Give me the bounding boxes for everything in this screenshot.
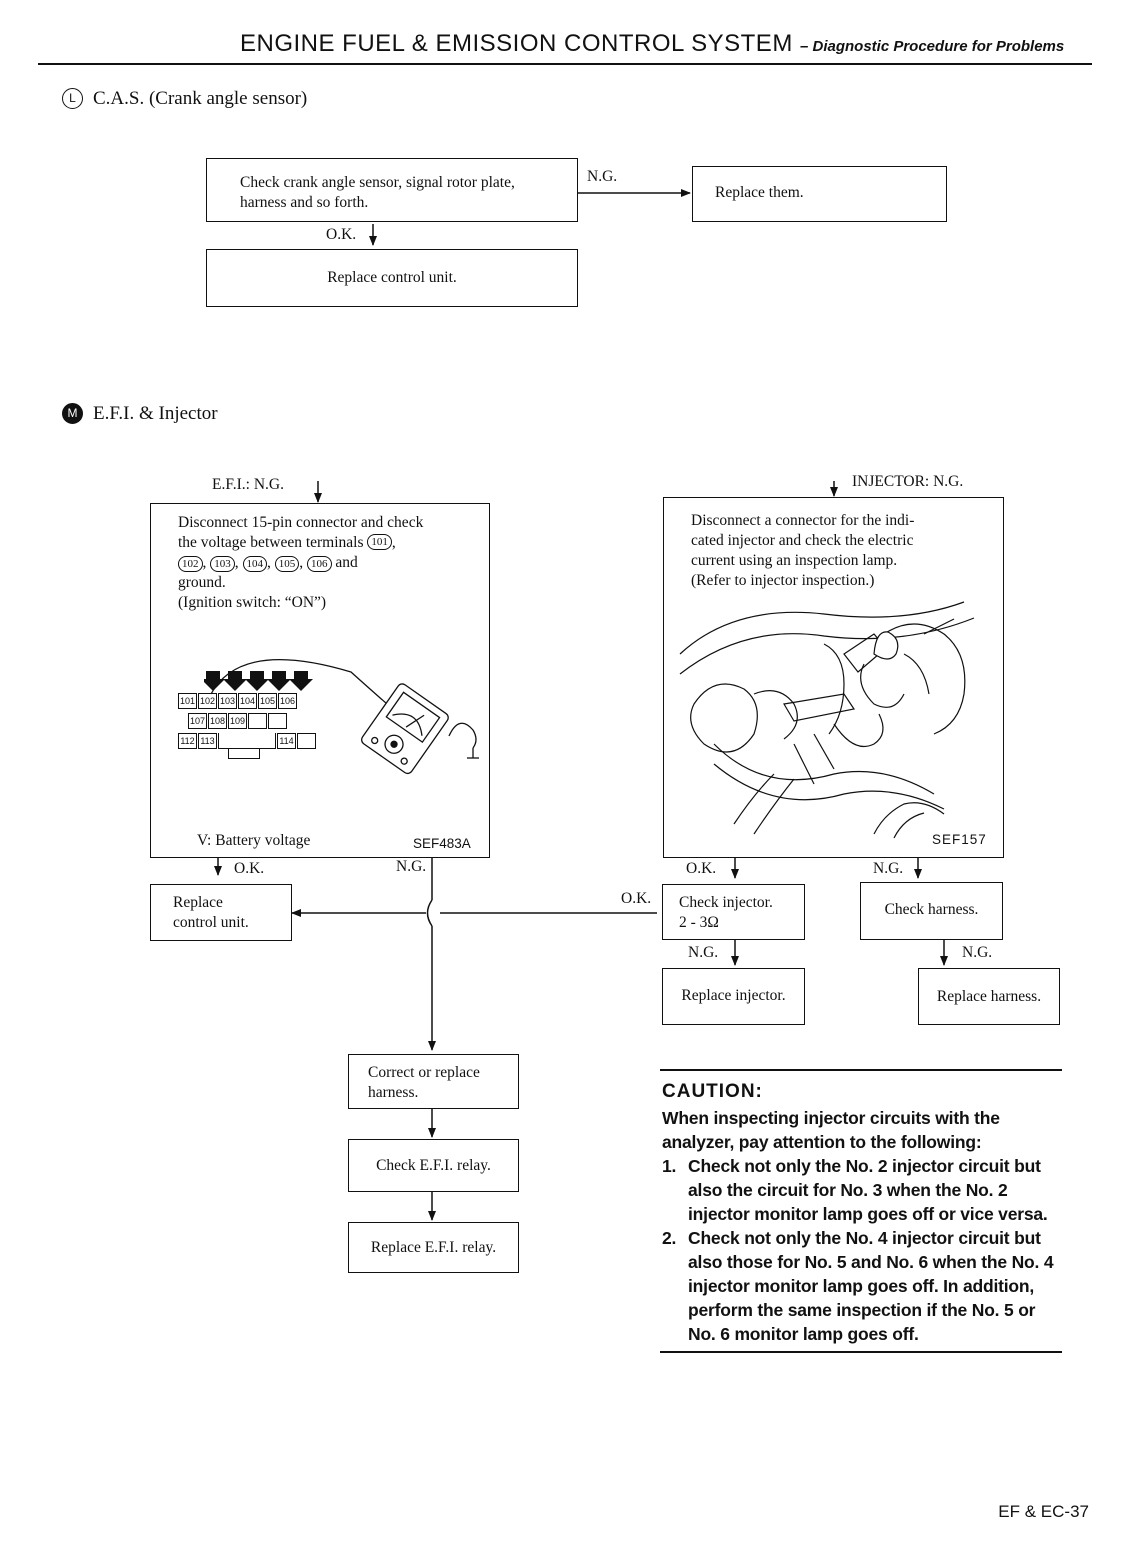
- connector-row-1: 101 102 103 104 105 106: [178, 693, 316, 709]
- cas-heading: L C.A.S. (Crank angle sensor): [62, 88, 307, 110]
- replace-efi-relay-box: Replace E.F.I. relay.: [348, 1222, 519, 1273]
- check-injector-ng-label: N.G.: [688, 944, 719, 961]
- terminal-105-icon: 105: [274, 556, 300, 572]
- injector-ng-right-label: N.G.: [873, 860, 904, 877]
- section-m-badge: M: [62, 403, 83, 424]
- header-title: ENGINE FUEL & EMISSION CONTROL SYSTEM: [240, 30, 793, 57]
- header-rule: [38, 63, 1092, 65]
- caution-title: CAUTION:: [662, 1081, 763, 1102]
- header-subtitle: – Diagnostic Procedure for Problems: [799, 38, 1065, 55]
- section-l-badge: L: [62, 88, 83, 109]
- replace-control-unit-efi-box: Replace control unit.: [150, 884, 292, 941]
- figure-code-sef157: SEF157: [932, 832, 987, 847]
- cas-ok-label: O.K.: [326, 226, 357, 243]
- check-harness-box: Check harness.: [860, 882, 1003, 940]
- terminal-103-icon: 103: [210, 556, 235, 572]
- connector-row-3: 112 113 114: [178, 733, 316, 749]
- check-injector-box: Check injector. 2 - 3Ω: [662, 884, 805, 940]
- line-crossover: [426, 899, 433, 927]
- replace-them-box: Replace them.: [692, 166, 947, 222]
- efi-heading: M E.F.I. & Injector: [62, 403, 218, 425]
- cas-ng-label: N.G.: [587, 168, 618, 185]
- check-efi-relay-box: Check E.F.I. relay.: [348, 1139, 519, 1192]
- caution-item-1: 1. Check not only the No. 2 injector cir…: [662, 1156, 1048, 1224]
- injector-ok-mid-label: O.K.: [621, 890, 652, 907]
- terminal-102-icon: 102: [178, 556, 203, 572]
- efi-ng-mid-label: N.G.: [396, 858, 427, 875]
- figure-code-sef483a: SEF483A: [413, 836, 471, 851]
- caution-block: CAUTION: When inspecting injector circui…: [662, 1080, 1062, 1346]
- page-header: ENGINE FUEL & EMISSION CONTROL SYSTEM – …: [240, 30, 1064, 58]
- terminal-line: the voltage between terminals 101,: [178, 534, 396, 551]
- disconnect-15pin-box: Disconnect 15-pin connector and check th…: [150, 503, 490, 858]
- voltmeter-icon: [210, 658, 479, 775]
- injector-ok-label: O.K.: [686, 860, 717, 877]
- terminal-104-icon: 104: [242, 556, 267, 572]
- efi-ok-label: O.K.: [234, 860, 265, 877]
- terminal-101-icon: 101: [367, 534, 392, 550]
- check-harness-ng-label: N.G.: [962, 944, 993, 961]
- caution-intro: When inspecting injector circuits with t…: [662, 1108, 1000, 1152]
- injector-ng-label: INJECTOR: N.G.: [852, 473, 964, 490]
- replace-control-unit-box: Replace control unit.: [206, 249, 578, 307]
- terminal-row: 102, 103, 104, 105, 106 and: [178, 553, 489, 573]
- disconnect-box-caption: V: Battery voltage: [197, 832, 311, 849]
- terminal-106-icon: 106: [307, 556, 332, 572]
- efi-heading-text: E.F.I. & Injector: [93, 403, 218, 424]
- efi-ng-label: E.F.I.: N.G.: [212, 476, 284, 493]
- caution-item-2: 2. Check not only the No. 4 injector cir…: [662, 1228, 1054, 1344]
- injector-inspection-illustration: [679, 601, 975, 839]
- connector-row-2: 107 108 109: [188, 713, 316, 729]
- replace-harness-box: Replace harness.: [918, 968, 1060, 1025]
- correct-replace-harness-box: Correct or replace harness.: [348, 1054, 519, 1109]
- connector-diagram: 101 102 103 104 105 106 107 108 109 112 …: [178, 669, 316, 759]
- replace-injector-box: Replace injector.: [662, 968, 805, 1025]
- probe-arrows-icon: [201, 669, 334, 691]
- check-crank-angle-sensor-box: Check crank angle sensor, signal rotor p…: [206, 158, 578, 222]
- cas-heading-text: C.A.S. (Crank angle sensor): [93, 88, 308, 109]
- disconnect-injector-box: Disconnect a connector for the indi- cat…: [663, 497, 1004, 858]
- page-number: EF & EC-37: [998, 1502, 1089, 1521]
